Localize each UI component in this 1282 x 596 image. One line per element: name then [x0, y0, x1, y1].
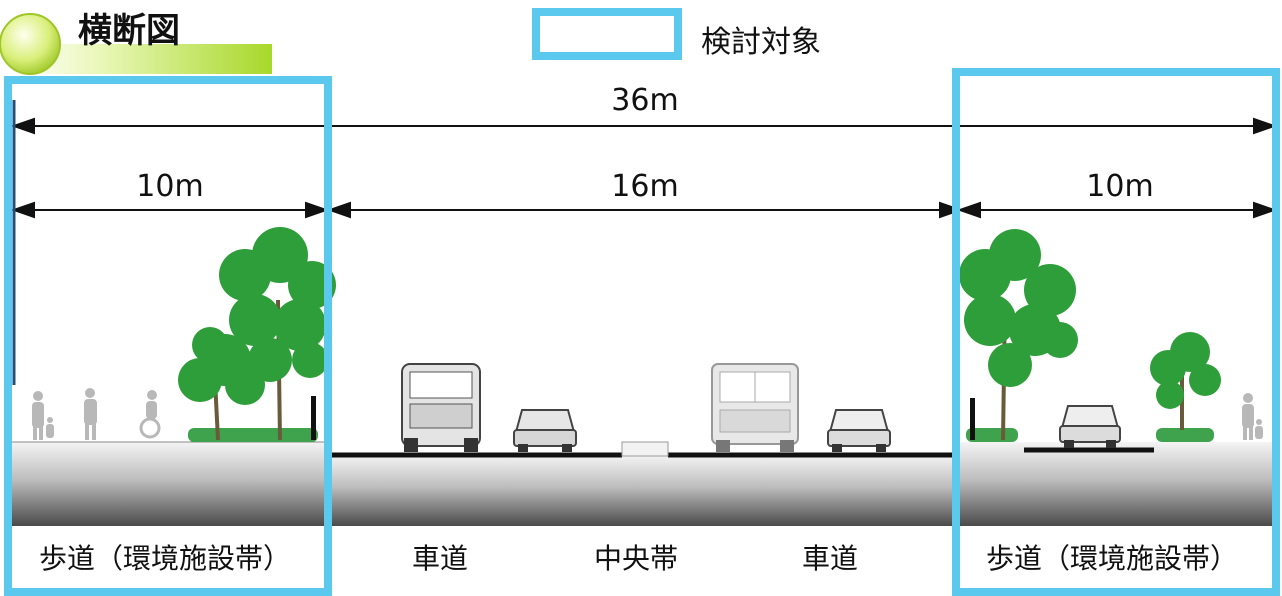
- bollard: [970, 398, 975, 440]
- title-header: 横断図: [0, 11, 272, 75]
- hedge: [188, 428, 318, 442]
- left-study-area-highlight: [4, 76, 332, 596]
- section-label-median: 中央帯: [594, 542, 678, 575]
- dimension-total-label: 36m: [611, 83, 678, 118]
- section-label-right-sidewalk: 歩道（環境施設帯）: [986, 542, 1238, 575]
- bus-icon: [401, 363, 481, 452]
- section-label-roadway-left: 車道: [412, 542, 468, 575]
- pedestrian-icon: [1255, 419, 1263, 439]
- dimension-left-sidewalk-label: 10m: [136, 169, 203, 204]
- road-cross-section: [10, 441, 1272, 526]
- pedestrian-icon: [46, 417, 54, 438]
- section-label-roadway-right: 車道: [802, 542, 858, 575]
- roadway-ground: [330, 455, 960, 526]
- title-orb-icon: [0, 13, 61, 75]
- pedestrian-icon: [1242, 393, 1254, 440]
- right-trees: [959, 229, 1221, 442]
- pedestrian-icon: [84, 388, 97, 440]
- truck-icon: [711, 363, 799, 452]
- left-sidewalk-ground: [10, 442, 330, 526]
- car-icon: [1059, 405, 1121, 448]
- page-title: 横断図: [78, 11, 180, 51]
- legend: 検討対象: [532, 8, 821, 60]
- vehicles: [401, 363, 1121, 452]
- tree-icon: [178, 327, 265, 405]
- left-trees: [178, 227, 336, 442]
- section-label-left-sidewalk: 歩道（環境施設帯）: [39, 542, 291, 575]
- right-study-area-highlight: [952, 68, 1280, 596]
- cyclist-icon: [139, 390, 161, 439]
- dimension-right-sidewalk-label: 10m: [1086, 169, 1153, 204]
- tree-icon: [219, 227, 336, 382]
- legend-swatch: [532, 8, 682, 60]
- pedestrian-icon: [32, 391, 44, 440]
- dimension-roadway-label: 16m: [611, 169, 678, 204]
- car-icon: [827, 409, 891, 452]
- hedge: [1156, 428, 1214, 442]
- pedestrians: [32, 388, 1263, 440]
- right-sidewalk-ground: [960, 442, 1272, 526]
- tree-icon: [959, 229, 1078, 387]
- bollard: [311, 396, 316, 440]
- dimension-lines: [10, 117, 1278, 219]
- car-icon: [513, 409, 577, 452]
- legend-label: 検討対象: [701, 25, 821, 60]
- median-curb: [621, 441, 669, 457]
- tree-icon: [1150, 332, 1221, 409]
